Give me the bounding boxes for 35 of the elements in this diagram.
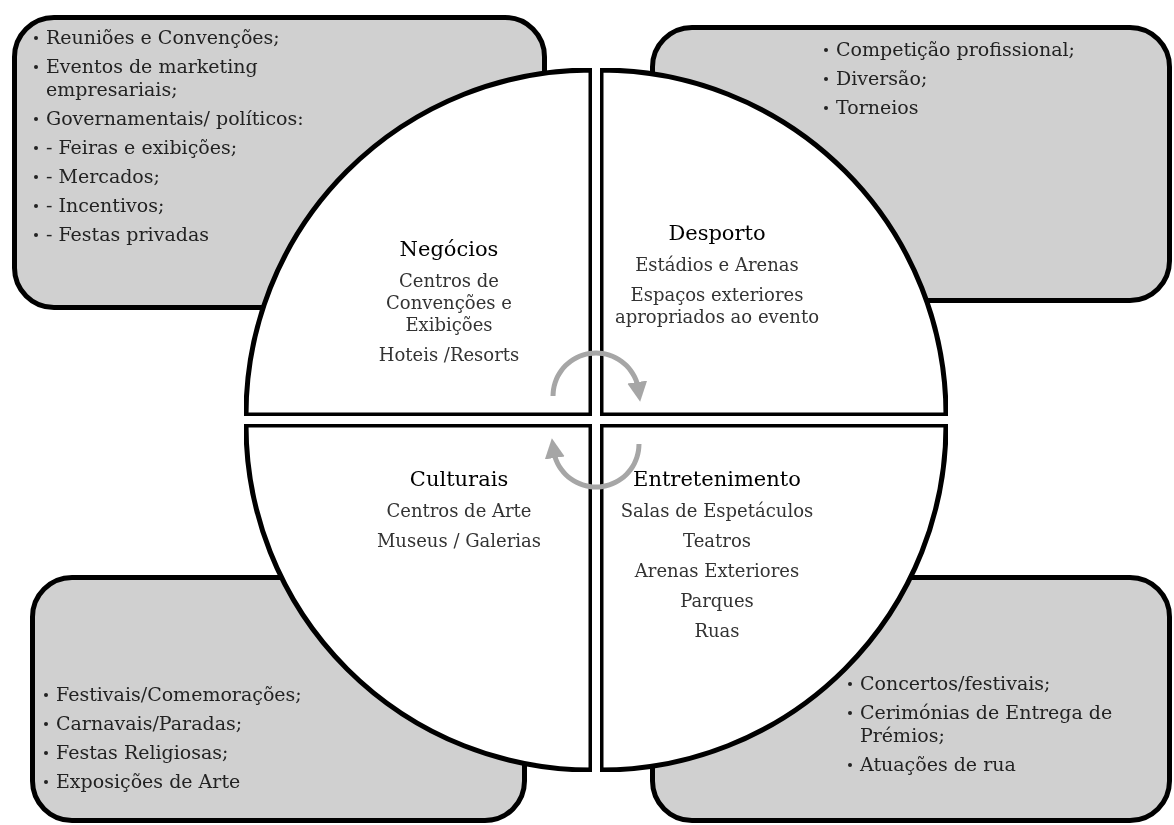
venue-text: Parques — [679, 590, 755, 612]
venue-text: Estádios e Arenas — [634, 254, 800, 276]
venue-text: Ruas — [693, 620, 741, 642]
bullet-item: - Mercados; — [33, 165, 393, 188]
bullet-item: - Feiras e exibições; — [33, 136, 393, 159]
bullet-item: - Incentivos; — [33, 194, 393, 217]
sector-title: Desporto — [667, 220, 767, 246]
venue-text: Centros de Arte — [385, 500, 533, 522]
venue-text: Centros de Convenções e Exibições — [385, 270, 513, 336]
cycle-arrow — [550, 350, 648, 402]
bullet-item: Governamentais/ políticos: — [33, 107, 393, 130]
cycle-arrow — [544, 438, 642, 490]
venue-text: Hoteis /Resorts — [377, 344, 521, 366]
sector-title: Negócios — [398, 236, 500, 262]
bullet-item: Concertos/festivais; — [847, 672, 1165, 695]
bullet-item: Torneios — [823, 96, 1168, 119]
venue-text: Salas de Espetáculos — [619, 500, 815, 522]
venue-text: Museus / Galerias — [375, 530, 543, 552]
bullet-item: Diversão; — [823, 67, 1168, 90]
bullet-item: Festas Religiosas; — [43, 741, 403, 764]
quadrant-sector — [600, 68, 948, 416]
bullet-item: Exposições de Arte — [43, 770, 403, 793]
venue-text: Espaços exteriores apropriados ao evento — [613, 284, 821, 328]
venue-text: Teatros — [682, 530, 752, 552]
bullet-item: Cerimónias de Entrega de Prémios; — [847, 701, 1165, 747]
venue-text: Arenas Exteriores — [633, 560, 801, 582]
bullet-item: Eventos de marketing empresariais; — [33, 55, 393, 101]
bullet-item: Reuniões e Convenções; — [33, 26, 393, 49]
sector-title: Culturais — [408, 466, 510, 492]
bullet-item: Festivais/Comemorações; — [43, 683, 403, 706]
bullet-item: Carnavais/Paradas; — [43, 712, 403, 735]
bullet-item: - Festas privadas — [33, 223, 393, 246]
bullet-item: Atuações de rua — [847, 753, 1165, 776]
sector-title: Entretenimento — [632, 466, 802, 492]
bullet-item: Competição profissional; — [823, 38, 1168, 61]
